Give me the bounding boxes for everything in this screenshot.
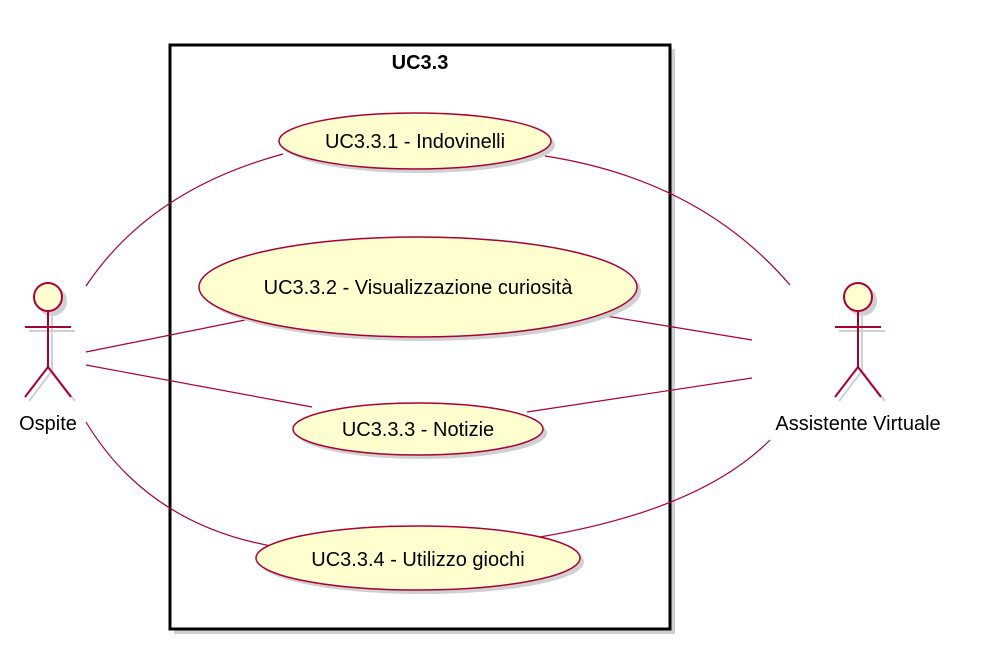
actor-assistente-virtuale[interactable]: Assistente Virtuale [775,282,941,435]
use-case-uc334-label: UC3.3.4 - Utilizzo giochi [311,549,524,571]
use-case-uc333-label: UC3.3.3 - Notizie [342,419,494,441]
association-ospite-uc333 [85,364,313,408]
use-case-uc331-ellipse [278,112,552,170]
associations [85,153,791,549]
actor-assistente-virtuale-label: Assistente Virtuale [775,413,940,435]
actor-ospite-label: Ospite [19,413,77,435]
use-case-uc333-ellipse [292,402,544,456]
use-case-uc331[interactable]: UC3.3.1 - Indovinelli [278,112,555,173]
association-assistente-uc334 [539,439,771,538]
system-title: UC3.3 [392,52,449,74]
use-case-uc334-ellipse [255,525,581,591]
actor-ospite-figure [24,282,72,398]
association-assistente-uc333 [526,377,753,413]
use-case-uc332[interactable]: UC3.3.2 - Visualizzazione curiosità [198,236,641,341]
use-case-uc332-label: UC3.3.2 - Visualizzazione curiosità [264,277,574,299]
actor-ospite[interactable]: Ospite [19,282,77,435]
use-case-uc333[interactable]: UC3.3.3 - Notizie [292,402,547,459]
association-ospite-uc331 [85,153,284,287]
use-case-uc331-label: UC3.3.1 - Indovinelli [325,131,505,153]
use-case-uc332-ellipse [198,236,638,338]
association-assistente-uc331 [544,155,791,286]
use-case-uc334[interactable]: UC3.3.4 - Utilizzo giochi [255,525,584,594]
association-ospite-uc332 [85,319,246,353]
association-assistente-uc332 [599,314,753,341]
actor-assistente-virtuale-figure [834,282,882,398]
association-ospite-uc334 [85,421,284,549]
